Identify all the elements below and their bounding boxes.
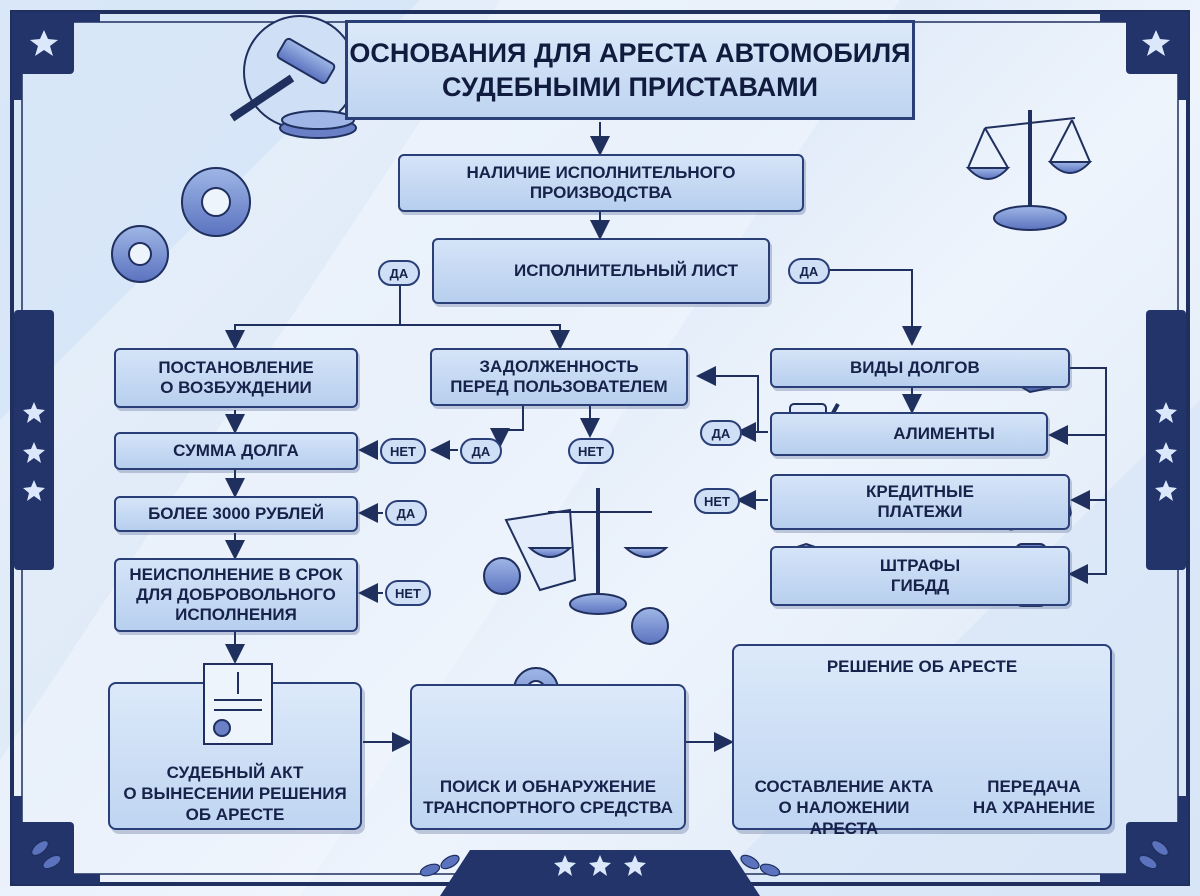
- yes-label: ДА: [460, 438, 502, 464]
- panel-vehicle-search: ПОИСК И ОБНАРУЖЕНИЕ ТРАНСПОРТНОГО СРЕДСТ…: [410, 684, 686, 830]
- node-label: КРЕДИТНЫЕ ПЛАТЕЖИ: [865, 482, 975, 521]
- node-traffic-fines: ШТРАФЫ ГИБДД: [770, 546, 1070, 606]
- node-label: НАЛИЧИЕ ИСПОЛНИТЕЛЬНОГО ПРОИЗВОДСТВА: [466, 163, 736, 202]
- scales-icon: [965, 110, 1093, 231]
- yes-label: ДА: [788, 258, 830, 284]
- node-credit-payments: КРЕДИТНЫЕ ПЛАТЕЖИ: [770, 474, 1070, 530]
- node-debt-amount: СУММА ДОЛГА: [114, 432, 358, 470]
- node-label: ПОСТАНОВЛЕНИЕ О ВОЗБУЖДЕНИИ: [158, 358, 314, 397]
- node-over-3000: БОЛЕЕ 3000 РУБЛЕЙ: [114, 496, 358, 532]
- node-enforcement-proceeding: НАЛИЧИЕ ИСПОЛНИТЕЛЬНОГО ПРОИЗВОДСТВА: [398, 154, 804, 212]
- no-label: НЕТ: [694, 488, 740, 514]
- node-debt-to-user: ЗАДОЛЖЕННОСТЬ ПЕРЕД ПОЛЬЗОВАТЕЛЕМ: [430, 348, 688, 406]
- flow-connectors: [225, 122, 1107, 752]
- node-non-fulfillment: НЕИСПОЛНЕНИЕ В СРОК ДЛЯ ДОБРОВОЛЬНОГО ИС…: [114, 558, 358, 632]
- laurel-icon: [31, 839, 1169, 877]
- panel-label: СОСТАВЛЕНИЕ АКТА О НАЛОЖЕНИИ АРЕСТА: [754, 777, 934, 838]
- panel-arrest-decision: РЕШЕНИЕ ОБ АРЕСТЕ СОСТАВЛЕНИЕ АКТА О НАЛ…: [732, 644, 1112, 838]
- panel-heading: РЕШЕНИЕ ОБ АРЕСТЕ: [826, 657, 1018, 676]
- no-label: НЕТ: [568, 438, 614, 464]
- node-alimony: АЛИМЕНТЫ: [770, 412, 1048, 456]
- gears-icon: [111, 167, 251, 283]
- node-label: ИСПОЛНИТЕЛЬНЫЙ ЛИСТ: [513, 261, 739, 280]
- no-label: НЕТ: [380, 438, 426, 464]
- star-icon: [23, 30, 1177, 876]
- panel-label: ПОИСК И ОБНАРУЖЕНИЕ ТРАНСПОРТНОГО СРЕДСТ…: [423, 777, 673, 817]
- yes-label: ДА: [385, 500, 427, 526]
- yes-label: ДА: [378, 260, 420, 286]
- scales-icon: [483, 488, 669, 645]
- node-resolution: ПОСТАНОВЛЕНИЕ О ВОЗБУЖДЕНИИ: [114, 348, 358, 408]
- gavel-icon: [229, 15, 357, 139]
- node-writ-of-execution: ИСПОЛНИТЕЛЬНЫЙ ЛИСТ: [432, 238, 770, 304]
- corner-panels: [12, 12, 1188, 896]
- node-label: АЛИМЕНТЫ: [893, 424, 995, 443]
- node-label: НЕИСПОЛНЕНИЕ В СРОК ДЛЯ ДОБРОВОЛЬНОГО ИС…: [129, 565, 343, 624]
- node-label: ВИДЫ ДОЛГОВ: [850, 358, 980, 377]
- node-label: БОЛЕЕ 3000 РУБЛЕЙ: [148, 504, 324, 523]
- panel-label: ПЕРЕДАЧА НА ХРАНЕНИЕ: [972, 777, 1096, 817]
- node-debt-types: ВИДЫ ДОЛГОВ: [770, 348, 1070, 388]
- no-label: НЕТ: [385, 580, 431, 606]
- node-label: СУММА ДОЛГА: [173, 441, 299, 460]
- yes-label: ДА: [700, 420, 742, 446]
- panel-court-act: СУДЕБНЫЙ АКТ О ВЫНЕСЕНИИ РЕШЕНИЯ ОБ АРЕС…: [108, 682, 362, 830]
- panel-label: СУДЕБНЫЙ АКТ О ВЫНЕСЕНИИ РЕШЕНИЯ ОБ АРЕС…: [123, 763, 347, 824]
- page-title: ОСНОВАНИЯ ДЛЯ АРЕСТА АВТОМОБИЛЯ СУДЕБНЫМ…: [345, 20, 915, 120]
- node-label: ЗАДОЛЖЕННОСТЬ ПЕРЕД ПОЛЬЗОВАТЕЛЕМ: [450, 357, 668, 396]
- node-label: ШТРАФЫ ГИБДД: [879, 556, 961, 595]
